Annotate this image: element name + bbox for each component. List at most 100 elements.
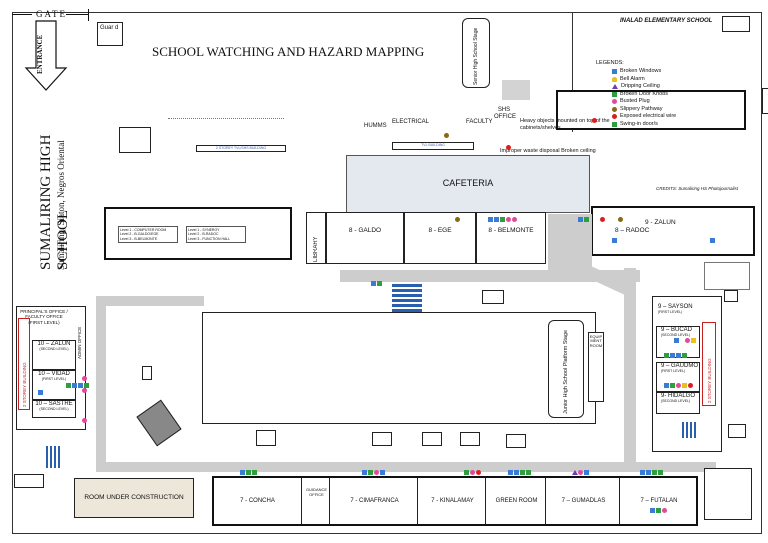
gaudmo-label: 9 – GAUDMO	[661, 363, 699, 369]
legend-symbol-icon	[612, 99, 617, 105]
cafeteria-label: CAFETERIA	[442, 178, 494, 188]
legend-label: Slippery Pathway	[620, 105, 663, 112]
humms-label: HUMMS	[364, 123, 387, 129]
hazard-marker-icon	[380, 470, 385, 475]
sayson-label: 9 – SAYSON	[658, 304, 693, 310]
rooms-right-0: Level 1 - SYNERGY	[188, 228, 220, 232]
road-right-vertical	[548, 214, 592, 274]
hazard-marker-icon	[78, 383, 83, 388]
legend-item: Dripping Ceiling	[596, 83, 706, 91]
guard-label: Guar d	[100, 25, 119, 31]
left-bottom-box	[14, 474, 44, 488]
hazard-marker-icon	[82, 418, 87, 423]
hazard-marker-icon	[584, 470, 589, 475]
left-stairs	[46, 446, 60, 468]
map-title: SCHOOL WATCHING AND HAZARD MAPPING	[152, 44, 425, 59]
small-box-e	[506, 434, 526, 448]
entrance-arrow-icon	[24, 20, 68, 91]
two-storey-tvl-label: 2 STOREY TVL/SHS BUILDING	[215, 146, 267, 150]
hazard-marker-icon	[682, 353, 687, 358]
heavy-objects-note: Heavy objects mounted on top of the cabi…	[520, 118, 610, 131]
green-room-label: GREEN ROOM	[495, 498, 538, 504]
hazard-marker-icon	[368, 470, 373, 475]
hazard-marker-icon	[66, 383, 71, 388]
room-9-hidalgo: 9- HIDALGO (SECOND LEVEL)	[656, 392, 700, 414]
gaudmo-level: (FIRST LEVEL)	[661, 369, 686, 373]
concha-label: 7 - CONCHA	[240, 498, 275, 504]
legend-label: Bell Alarm	[620, 75, 645, 82]
entrance-label: ENTRANCE	[36, 34, 44, 74]
two-storey-left-label: 2 STOREY BUILDING	[21, 362, 27, 407]
school-location: Sumaliring, Siaton, Negros Oriental	[56, 140, 66, 270]
inalad-small-box	[722, 16, 750, 32]
cafeteria: CAFETERIA	[346, 155, 590, 213]
room-7-concha: 7 - CONCHA	[214, 478, 302, 524]
hazard-marker-icon	[514, 470, 519, 475]
hazard-marker-icon	[72, 383, 77, 388]
legend-item: Busted Plug	[596, 98, 706, 106]
junior-stage: Junior High School Platform Stage	[548, 320, 584, 418]
library-label: LIBRARY	[313, 236, 319, 262]
grade7-building	[212, 476, 698, 526]
hazard-marker-icon	[584, 217, 589, 222]
tle-info-block	[168, 118, 284, 140]
green-room: GREEN ROOM	[488, 478, 546, 524]
principal-label: PRINCIPAL'S OFFICE / FACULTY OFFICE (FIR…	[20, 309, 68, 325]
hazard-marker-icon	[520, 470, 525, 475]
field-area	[202, 312, 596, 424]
zalun10-level: (SECOND LEVEL)	[39, 347, 69, 351]
shs-office-label: SHS OFFICE	[494, 107, 516, 121]
hidalgo-level: (SECOND LEVEL)	[661, 399, 691, 403]
hazard-marker-icon	[488, 217, 493, 222]
hazard-marker-icon	[674, 338, 679, 343]
gate-post	[88, 9, 89, 21]
small-box-c	[422, 432, 442, 446]
hidalgo-label: 9- HIDALGO	[661, 393, 696, 399]
gate-line-left	[12, 14, 32, 15]
hazard-marker-icon	[578, 470, 583, 475]
legend-symbol-icon	[612, 106, 617, 112]
small-box-d	[460, 432, 480, 446]
equipment-room: EQUIPMENT ROOM	[588, 332, 604, 402]
hazard-marker-icon	[455, 217, 460, 222]
inalad-edge	[762, 88, 768, 114]
construction-label: ROOM UNDER CONSTRUCTION	[84, 494, 184, 501]
legend-item: Slippery Pathway	[596, 106, 706, 114]
small-box-a	[256, 430, 276, 446]
hazard-marker-icon	[82, 388, 87, 393]
ege-label: 8 - EGE	[428, 227, 452, 234]
computer-building	[104, 207, 292, 260]
hazard-marker-icon	[612, 238, 617, 243]
room-7-futalan: 7 – FUTALAN	[622, 478, 696, 524]
galdo-label: 8 - GALDO	[348, 227, 382, 234]
admin-office-label: ADMIN OFFICE	[77, 326, 82, 359]
road-bottom	[96, 462, 716, 472]
hazard-marker-icon	[676, 353, 681, 358]
library: LIBRARY	[306, 212, 326, 264]
hazard-marker-icon	[82, 376, 87, 381]
room-8-ege: 8 - EGE	[404, 212, 476, 264]
hazard-marker-icon	[464, 470, 469, 475]
legend-symbol-icon	[612, 114, 617, 120]
two-storey-right-label: 2 STOREY BUILDING	[706, 358, 712, 403]
legend-label: Broken Door Knobs	[620, 90, 668, 97]
belmonte-label: 8 - BELMONTE	[488, 227, 534, 234]
hazard-marker-icon	[691, 338, 696, 343]
room-7-gumadlas: 7 – GUMADLAS	[548, 478, 620, 524]
gumadlas-label: 7 – GUMADLAS	[561, 498, 606, 504]
electrical-label: ELECTRICAL	[392, 119, 430, 125]
rooms-left-list: Level 1 - COMPUTER ROOM Level 2 - B-GALD…	[118, 226, 178, 244]
hazard-marker-icon	[38, 390, 43, 395]
hazard-marker-icon	[600, 217, 605, 222]
tvl-building: TVL BUILDING	[392, 142, 474, 150]
room-8-galdo: 8 - GALDO	[326, 212, 404, 264]
rooms-left-0: Level 1 - COMPUTER ROOM	[120, 228, 167, 232]
room-9-gaudmo: 9 – GAUDMO (FIRST LEVEL)	[656, 362, 700, 392]
hazard-marker-icon	[710, 238, 715, 243]
junior-stage-label: Junior High School Platform Stage	[563, 329, 569, 414]
vidad-level: (FIRST LEVEL)	[41, 377, 67, 381]
room-7-kinalamay: 7 - KINALAMAY	[420, 478, 486, 524]
equipment-room-label: EQUIPMENT ROOM	[589, 334, 603, 348]
